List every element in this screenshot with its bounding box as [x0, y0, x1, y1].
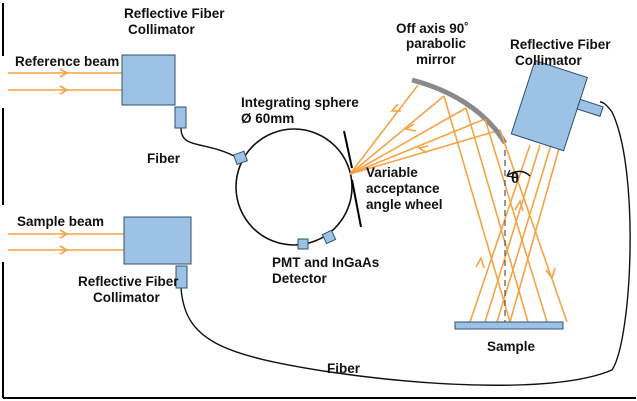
detector-label-1: PMT and InGaAs: [272, 255, 379, 270]
sample-label: Sample: [487, 339, 536, 354]
reference-beam-label: Reference beam: [15, 54, 119, 69]
parabolic-mirror: [411, 77, 508, 145]
right-collimator-body: [510, 59, 589, 152]
top-left-collimator-label-2: Collimator: [128, 22, 196, 37]
theta-label: θ: [511, 170, 519, 187]
angle-wheel-upper: [343, 130, 353, 169]
fiber-top-line: [180, 127, 239, 159]
bottom-left-collimator-label-2: Collimator: [93, 290, 161, 305]
sample-plate: [454, 321, 564, 330]
mirror-label-1: Off axis 90˚: [396, 21, 469, 36]
integrating-sphere-label-1: Integrating sphere: [241, 95, 359, 110]
converging-beams: [349, 84, 501, 175]
mirror-label-2: parabolic: [406, 36, 467, 51]
angle-wheel-label-2: acceptance: [366, 181, 440, 196]
detector-label-2: Detector: [272, 271, 328, 286]
theta-arc: [507, 170, 531, 177]
fiber-bottom-label: Fiber: [327, 361, 361, 376]
mirror-label-3: mirror: [416, 52, 457, 67]
angle-wheel-label-1: Variable: [366, 165, 418, 180]
theta-arrowhead: [506, 169, 514, 178]
fiber-bottom-line: [180, 101, 631, 386]
frame: [2, 3, 636, 399]
right-collimator-label-1: Reflective Fiber: [510, 37, 611, 52]
sphere-fiber-port: [232, 150, 248, 166]
bottom-left-collimator-label-1: Reflective Fiber: [78, 274, 179, 289]
integrating-sphere: [235, 128, 353, 246]
integrating-sphere-label-2: Ø 60mm: [241, 111, 294, 126]
sample-beam-label: Sample beam: [17, 214, 104, 229]
top-left-collimator-body: [121, 54, 176, 106]
top-left-collimator-port: [174, 106, 187, 129]
right-collimator-label-2: Collimator: [515, 53, 583, 68]
right-collimator: [510, 59, 604, 152]
pmt-detector: [297, 238, 309, 250]
sample-beam-arrows: [8, 229, 124, 255]
vertical-beams: [443, 95, 568, 323]
angle-wheel-lower: [351, 179, 362, 228]
right-collimator-port: [576, 98, 604, 117]
bottom-left-collimator-body: [123, 216, 192, 265]
angle-wheel-label-3: angle wheel: [366, 197, 443, 212]
ingaas-detector: [321, 229, 337, 245]
fiber-top-label: Fiber: [147, 151, 181, 166]
bottom-left-collimator-port: [175, 265, 188, 289]
reference-beam-arrows: [8, 68, 122, 95]
top-left-collimator-label-1: Reflective Fiber: [124, 6, 225, 21]
